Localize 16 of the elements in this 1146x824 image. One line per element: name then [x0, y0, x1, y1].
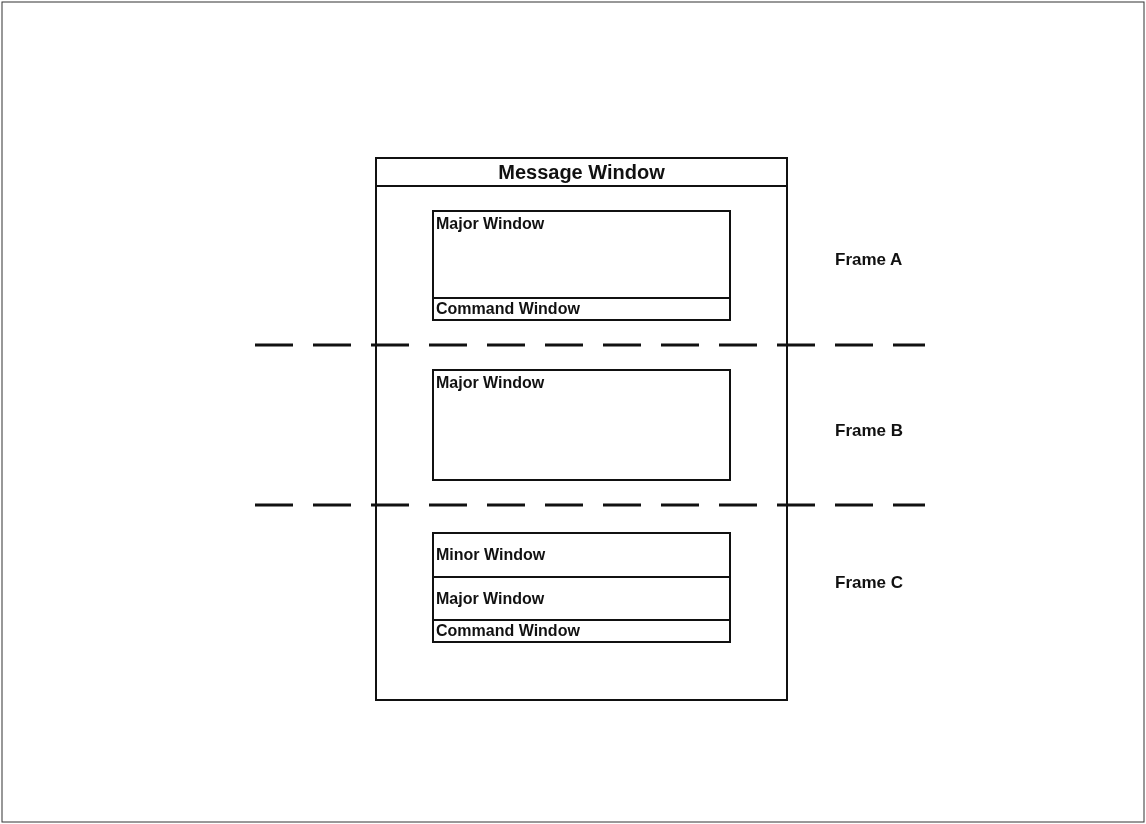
frame-label: Frame A [835, 250, 903, 270]
window-box [432, 369, 731, 481]
window-label: Major Window [436, 589, 545, 608]
window-label: Minor Window [436, 546, 546, 564]
window-label: Command Window [436, 622, 580, 640]
window-box [432, 210, 731, 321]
frame-label: Frame C [835, 573, 904, 593]
window-strip [432, 619, 731, 643]
window-label: Major Window [436, 374, 545, 392]
window-label: Command Window [436, 300, 580, 318]
window-frame [375, 157, 788, 701]
window-strip [432, 532, 731, 578]
window-strip [432, 576, 731, 621]
window-label: Major Window [436, 215, 545, 233]
frame-label: Frame B [835, 421, 904, 441]
window-title: Message Window [377, 159, 786, 187]
